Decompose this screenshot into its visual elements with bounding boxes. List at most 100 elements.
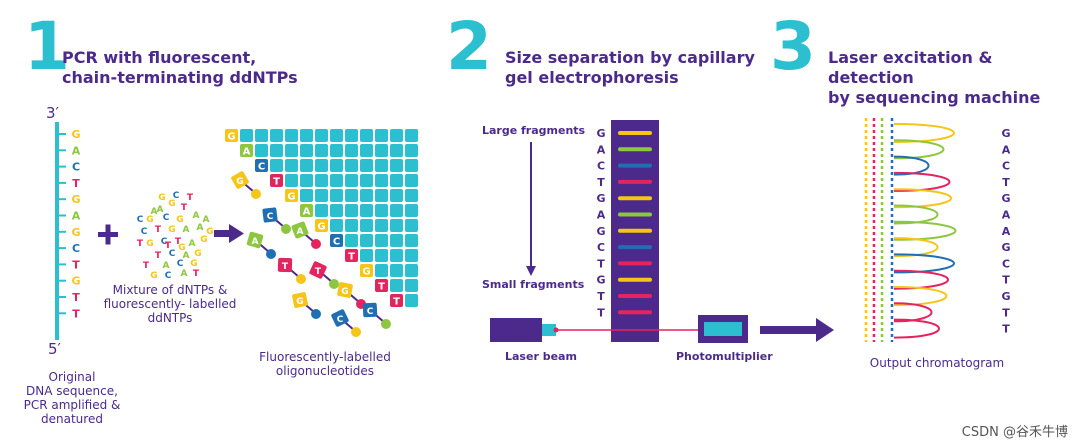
step2-number: 2 bbox=[446, 8, 492, 85]
oligo-cell bbox=[270, 159, 283, 172]
gel-band-T bbox=[618, 294, 652, 298]
mixture-base-A: A bbox=[157, 205, 164, 215]
oligo-cell bbox=[300, 144, 313, 157]
chromatogram-peak-G bbox=[893, 286, 948, 306]
oligo-cell bbox=[300, 189, 313, 202]
mixture-label-line3: ddNTPs bbox=[147, 311, 193, 325]
mixture-base-G: G bbox=[146, 215, 153, 225]
strand-label-line2: DNA sequence, bbox=[26, 384, 118, 398]
fragment-tag-letter: G bbox=[341, 287, 348, 297]
oligo-cell bbox=[315, 174, 328, 187]
gel-letter-G: G bbox=[596, 192, 605, 205]
mixture-base-C: C bbox=[161, 237, 168, 247]
oligo-cell bbox=[360, 144, 373, 157]
mixture-base-G: G bbox=[168, 225, 175, 235]
gel-letter-T: T bbox=[597, 306, 605, 319]
chromatogram-peak-G bbox=[893, 188, 952, 209]
step3-title: Laser excitation & detection by sequenci… bbox=[828, 48, 1080, 108]
gel-band-A bbox=[618, 147, 652, 152]
oligo-cell bbox=[375, 129, 388, 142]
gel-band-T bbox=[618, 310, 652, 315]
strand-base-A: A bbox=[72, 210, 81, 223]
oligo-cell bbox=[405, 204, 418, 217]
oligo-cell bbox=[360, 234, 373, 247]
chromatogram-peak-G bbox=[893, 237, 939, 258]
small-fragments-label: Small fragments bbox=[482, 278, 585, 291]
fragment-tag-C bbox=[262, 207, 278, 223]
oligo-cell bbox=[345, 219, 358, 232]
fragment-tag-T bbox=[309, 261, 327, 279]
gel-band-T bbox=[618, 179, 652, 184]
oligo-cell bbox=[360, 174, 373, 187]
strand-base-G: G bbox=[71, 275, 80, 288]
oligo-cell bbox=[390, 174, 403, 187]
oligo-tag-T bbox=[375, 279, 388, 292]
oligo-tag-T bbox=[390, 294, 403, 307]
oligo-cell bbox=[240, 129, 253, 142]
gel-letter-C: C bbox=[597, 160, 605, 173]
oligo-cell bbox=[345, 129, 358, 142]
strand-base-G: G bbox=[71, 128, 80, 141]
mixture-base-A: A bbox=[183, 251, 190, 261]
chromatogram-letter-G: G bbox=[1001, 192, 1010, 205]
fragment-bead bbox=[266, 249, 276, 259]
oligo-cell bbox=[315, 159, 328, 172]
strand-label: Original DNA sequence, PCR amplified & d… bbox=[12, 370, 132, 426]
oligo-cell bbox=[390, 189, 403, 202]
large-fragments-label: Large fragments bbox=[482, 124, 586, 137]
dna-strand-backbone bbox=[55, 122, 59, 340]
oligo-cell bbox=[255, 144, 268, 157]
mixture-base-A: A bbox=[193, 211, 200, 221]
chromatogram-peak-T bbox=[893, 302, 933, 323]
mixture-base-G: G bbox=[178, 243, 185, 253]
oligo-cell bbox=[315, 204, 328, 217]
mixture-base-T: T bbox=[165, 241, 172, 251]
step3-number: 3 bbox=[770, 8, 816, 85]
oligo-cell bbox=[360, 129, 373, 142]
mixture-base-A: A bbox=[183, 225, 190, 235]
oligo-cell bbox=[255, 129, 268, 142]
mixture-base-G: G bbox=[158, 193, 165, 203]
oligo-cell bbox=[405, 249, 418, 262]
oligo-label-line1: Fluorescently-labelled bbox=[259, 350, 391, 364]
fragment-bead bbox=[311, 309, 321, 319]
step1-title: PCR with fluorescent, chain-terminating … bbox=[62, 48, 298, 88]
chromatogram-letter-G: G bbox=[1001, 290, 1010, 303]
oligo-cell bbox=[345, 189, 358, 202]
step1-title-line1: PCR with fluorescent, bbox=[62, 48, 257, 67]
mix-arrow-head bbox=[229, 224, 244, 243]
mixture-base-G: G bbox=[146, 239, 153, 249]
oligo-tag-letter: T bbox=[378, 282, 385, 293]
gel-letter-T: T bbox=[597, 257, 605, 270]
gel-letter-G: G bbox=[596, 127, 605, 140]
oligo-cell bbox=[390, 219, 403, 232]
mixture-base-T: T bbox=[155, 225, 162, 235]
oligo-tag-C bbox=[330, 234, 343, 247]
oligo-cell bbox=[330, 189, 343, 202]
big-arrow-head bbox=[816, 318, 834, 342]
gel-band-T bbox=[618, 261, 652, 266]
oligo-cell bbox=[390, 129, 403, 142]
strand-base-T: T bbox=[72, 258, 80, 271]
mixture-base-C: C bbox=[173, 191, 180, 201]
oligo-cell bbox=[300, 174, 313, 187]
mixture-base-C: C bbox=[165, 271, 172, 281]
mixture-base-G: G bbox=[200, 235, 207, 245]
oligo-cell bbox=[390, 144, 403, 157]
fragment-tag-G bbox=[337, 282, 353, 298]
oligo-tag-A bbox=[240, 144, 253, 157]
mixture-base-T: T bbox=[187, 193, 194, 203]
strand-base-C: C bbox=[72, 161, 80, 174]
step1-title-line2: chain-terminating ddNTPs bbox=[62, 68, 298, 87]
oligo-tag-T bbox=[270, 174, 283, 187]
oligo-tag-letter: C bbox=[333, 237, 340, 248]
chromatogram-peak-T bbox=[893, 171, 951, 192]
oligo-tag-A bbox=[300, 204, 313, 217]
strand-label-line4: denatured bbox=[41, 412, 103, 426]
oligo-cell bbox=[360, 204, 373, 217]
mixture-base-C: C bbox=[137, 215, 144, 225]
oligo-tag-letter: G bbox=[317, 222, 325, 233]
fragment-bead bbox=[329, 279, 339, 289]
oligo-cell bbox=[270, 129, 283, 142]
